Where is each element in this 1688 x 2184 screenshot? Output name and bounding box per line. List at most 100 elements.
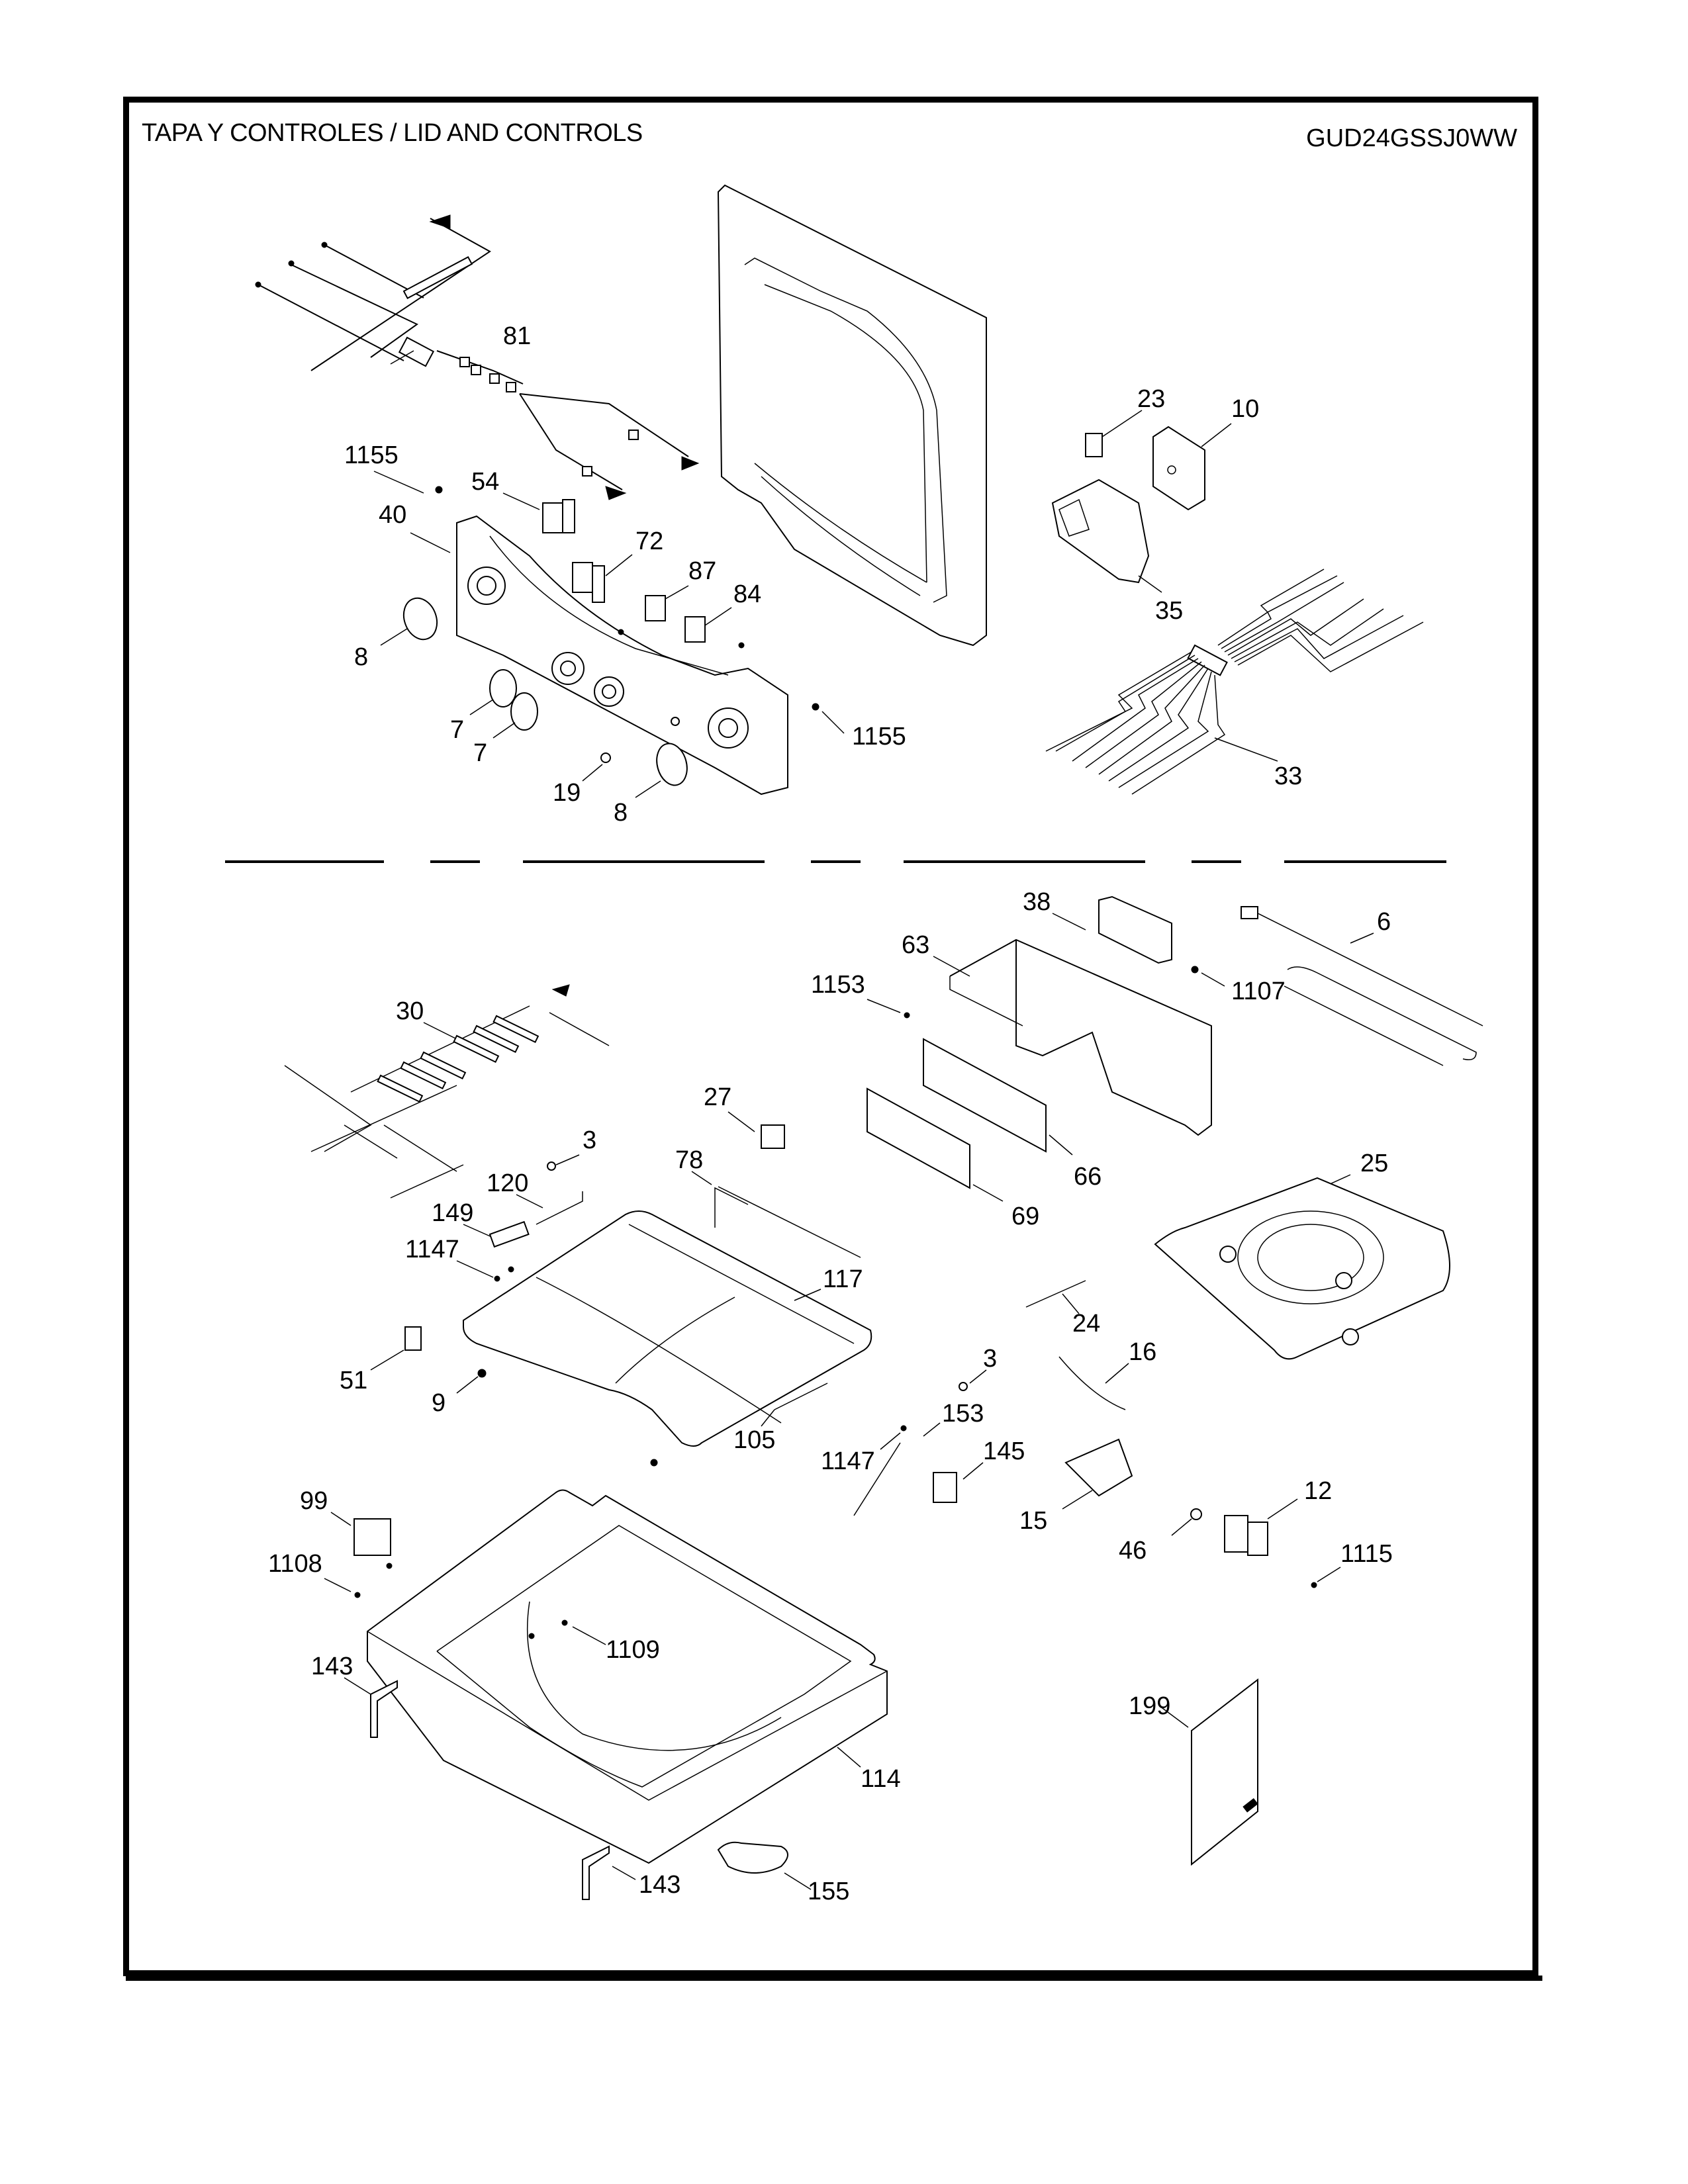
callout-143[interactable]: 143 xyxy=(639,1871,680,1899)
part-23-switch[interactable] xyxy=(1085,433,1103,457)
callout-1147[interactable]: 1147 xyxy=(405,1236,459,1263)
callout-51[interactable]: 51 xyxy=(340,1367,367,1394)
callout-81[interactable]: 81 xyxy=(503,322,531,350)
callout-84[interactable]: 84 xyxy=(733,580,761,608)
part-25-base-cover[interactable] xyxy=(1154,1177,1450,1360)
part-63-control-bracket[interactable] xyxy=(949,938,1212,1136)
callout-3[interactable]: 3 xyxy=(983,1345,997,1373)
callout-105[interactable]: 105 xyxy=(733,1426,775,1454)
part-54-switch[interactable] xyxy=(542,499,575,533)
callout-1147[interactable]: 1147 xyxy=(821,1447,875,1475)
part-1155-screw[interactable] xyxy=(812,703,820,711)
callout-3[interactable]: 3 xyxy=(583,1126,596,1154)
callout-12[interactable]: 12 xyxy=(1304,1477,1332,1505)
part-1108-screw[interactable] xyxy=(354,1592,361,1598)
part-143-hinge[interactable] xyxy=(582,1845,610,1900)
callout-9[interactable]: 9 xyxy=(432,1389,445,1417)
part-8-knob[interactable] xyxy=(399,594,443,645)
part-199-tech-sheet[interactable] xyxy=(1191,1678,1258,1866)
part-33-wire-harness[interactable] xyxy=(1045,569,1424,795)
part-16-sensor[interactable] xyxy=(1058,1356,1126,1410)
part-1109-screw[interactable] xyxy=(528,1633,535,1639)
callout-16[interactable]: 16 xyxy=(1129,1338,1156,1366)
callout-114[interactable]: 114 xyxy=(861,1765,901,1793)
callout-155[interactable]: 155 xyxy=(808,1878,849,1905)
callout-10[interactable]: 10 xyxy=(1231,395,1259,423)
part-8-knob[interactable] xyxy=(652,740,691,788)
part-78-harness[interactable] xyxy=(714,1186,861,1258)
callout-7[interactable]: 7 xyxy=(450,716,464,744)
callout-1109[interactable]: 1109 xyxy=(606,1636,660,1664)
callout-23[interactable]: 23 xyxy=(1137,385,1165,413)
callout-27[interactable]: 27 xyxy=(704,1083,731,1111)
part-1147-screw[interactable] xyxy=(900,1425,907,1432)
part-30-wire-harness[interactable] xyxy=(284,984,610,1199)
part-1115-screw[interactable] xyxy=(1311,1582,1317,1588)
callout-24[interactable]: 24 xyxy=(1072,1310,1100,1338)
part-9-bumper[interactable] xyxy=(477,1369,487,1378)
part-12-water-valve[interactable] xyxy=(1224,1515,1268,1556)
callout-46[interactable]: 46 xyxy=(1119,1537,1147,1565)
part-1153-screw[interactable] xyxy=(904,1012,910,1019)
part-1155-screw[interactable] xyxy=(435,486,443,494)
callout-1155[interactable]: 1155 xyxy=(344,441,399,469)
part-143-hinge[interactable] xyxy=(370,1680,398,1738)
part-40-control-panel[interactable] xyxy=(456,515,788,796)
part-46-washer[interactable] xyxy=(1190,1508,1202,1520)
part-10-timer[interactable] xyxy=(1152,426,1205,511)
part-81-wire-harness[interactable] xyxy=(255,214,700,500)
callout-1107[interactable]: 1107 xyxy=(1231,978,1286,1005)
callout-87[interactable]: 87 xyxy=(688,557,716,585)
part-6-heater[interactable] xyxy=(1241,906,1483,1066)
part-35-bracket[interactable] xyxy=(1051,478,1150,584)
part-72-switch-board[interactable] xyxy=(572,562,605,603)
callout-69[interactable]: 69 xyxy=(1011,1203,1039,1230)
part-1109-screw[interactable] xyxy=(561,1619,568,1626)
callout-143[interactable]: 143 xyxy=(311,1653,353,1680)
part-7-knob[interactable] xyxy=(489,669,517,707)
callout-25[interactable]: 25 xyxy=(1360,1150,1388,1177)
part-66-plate[interactable] xyxy=(923,1038,1047,1153)
part-120-rod[interactable] xyxy=(536,1191,583,1225)
callout-66[interactable]: 66 xyxy=(1074,1163,1102,1191)
part-3-nut[interactable] xyxy=(547,1161,556,1171)
part-38-cover[interactable] xyxy=(1098,895,1172,964)
callout-199[interactable]: 199 xyxy=(1129,1692,1170,1720)
callout-8[interactable]: 8 xyxy=(614,799,628,827)
callout-7[interactable]: 7 xyxy=(473,739,487,767)
part-69-control-board[interactable] xyxy=(867,1087,970,1189)
callout-30[interactable]: 30 xyxy=(396,997,424,1025)
part-145-hinge[interactable] xyxy=(933,1472,957,1503)
part-84-switch[interactable] xyxy=(684,616,706,643)
callout-1153[interactable]: 1153 xyxy=(811,971,865,999)
callout-120[interactable]: 120 xyxy=(487,1169,528,1197)
callout-1115[interactable]: 1115 xyxy=(1340,1540,1393,1568)
part-27-pressure-switch[interactable] xyxy=(761,1124,785,1149)
callout-54[interactable]: 54 xyxy=(471,468,499,496)
callout-78[interactable]: 78 xyxy=(675,1146,703,1174)
part-1107-screw[interactable] xyxy=(1191,966,1199,974)
part-153-spring[interactable] xyxy=(853,1442,901,1516)
callout-1108[interactable]: 1108 xyxy=(268,1550,322,1578)
callout-99[interactable]: 99 xyxy=(300,1487,328,1515)
part-149-lock[interactable] xyxy=(489,1220,530,1248)
callout-38[interactable]: 38 xyxy=(1023,888,1051,916)
part-87-switch[interactable] xyxy=(645,595,666,621)
callout-117[interactable]: 117 xyxy=(823,1265,863,1293)
callout-72[interactable]: 72 xyxy=(635,527,663,555)
callout-19[interactable]: 19 xyxy=(553,779,581,807)
part-51-clip[interactable] xyxy=(404,1326,422,1351)
callout-1155[interactable]: 1155 xyxy=(852,723,906,751)
callout-35[interactable]: 35 xyxy=(1155,597,1183,625)
callout-145[interactable]: 145 xyxy=(983,1437,1025,1465)
part-15-bracket[interactable] xyxy=(1064,1438,1133,1497)
callout-149[interactable]: 149 xyxy=(432,1199,473,1227)
callout-33[interactable]: 33 xyxy=(1274,762,1302,790)
part-1147-screw[interactable] xyxy=(508,1266,514,1273)
callout-63[interactable]: 63 xyxy=(902,931,929,959)
part-1147-screw[interactable] xyxy=(494,1275,500,1282)
part-99-lid-lock[interactable] xyxy=(353,1518,391,1556)
callout-8[interactable]: 8 xyxy=(354,643,368,671)
part-114-top-panel[interactable] xyxy=(367,1489,888,1864)
part-155-cap[interactable] xyxy=(717,1841,788,1874)
